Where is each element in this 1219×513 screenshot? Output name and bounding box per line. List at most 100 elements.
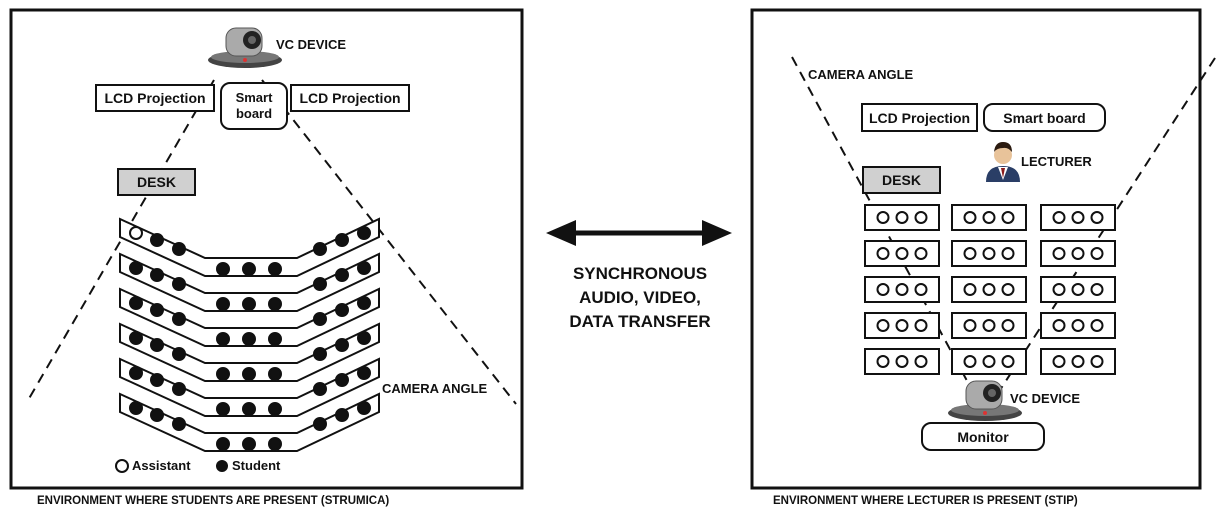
right-student-seat	[1071, 247, 1085, 260]
right-student-seat	[876, 319, 890, 332]
left-seat-row	[119, 357, 380, 417]
sync-line-3: DATA TRANSFER	[569, 312, 711, 331]
student-seat	[172, 417, 186, 431]
student-seat	[129, 401, 143, 415]
student-seat	[216, 437, 230, 451]
sync-line-1: SYNCHRONOUS	[572, 264, 708, 283]
right-student-seat	[1071, 211, 1085, 224]
right-student-seat	[1090, 319, 1104, 332]
student-seat	[150, 268, 164, 282]
student-seat	[129, 296, 143, 310]
student-seat	[335, 338, 349, 352]
right-vc-device-label: VC DEVICE	[1010, 391, 1081, 406]
sync-line-2: AUDIO, VIDEO,	[579, 288, 701, 307]
right-camera-line-right	[999, 57, 1216, 391]
right-student-seat	[963, 247, 977, 260]
left-vc-device-label: VC DEVICE	[276, 37, 347, 52]
left-camera-angle-label: CAMERA ANGLE	[382, 381, 488, 396]
student-seat	[242, 437, 256, 451]
student-seat	[268, 367, 282, 381]
student-seat	[216, 262, 230, 276]
left-seat-row	[119, 322, 380, 382]
right-student-seat	[1001, 355, 1015, 368]
student-seat	[357, 401, 371, 415]
right-student-seat	[963, 355, 977, 368]
student-seat	[268, 297, 282, 311]
assistant-seat	[129, 226, 143, 240]
student-seat	[150, 373, 164, 387]
left-seat-row	[119, 287, 380, 347]
right-student-seat	[963, 319, 977, 332]
left-lcd-projection-right: LCD Projection	[290, 84, 410, 112]
monitor-box: Monitor	[921, 422, 1045, 451]
right-student-seat	[914, 355, 928, 368]
student-seat	[172, 347, 186, 361]
right-lcd-projection: LCD Projection	[861, 103, 978, 132]
student-seat	[313, 242, 327, 256]
student-seat	[268, 437, 282, 451]
student-seat	[313, 382, 327, 396]
student-seat	[335, 268, 349, 282]
student-seat	[242, 402, 256, 416]
student-seat	[357, 296, 371, 310]
left-camera-line-left	[26, 79, 215, 403]
student-seat	[242, 367, 256, 381]
student-seat	[313, 277, 327, 291]
right-student-seat	[1090, 355, 1104, 368]
right-student-seat	[1001, 319, 1015, 332]
legend-assistant-label: Assistant	[132, 458, 191, 473]
right-student-seat	[895, 247, 909, 260]
left-caption: ENVIRONMENT WHERE STUDENTS ARE PRESENT (…	[37, 495, 390, 507]
left-camera-line-right	[261, 79, 517, 405]
legend-student-label: Student	[232, 458, 281, 473]
right-student-seat	[1090, 247, 1104, 260]
right-student-seat	[1001, 247, 1015, 260]
student-seat	[172, 312, 186, 326]
student-seat	[129, 331, 143, 345]
right-student-seat	[876, 355, 890, 368]
right-student-seat	[982, 283, 996, 296]
student-seat	[268, 262, 282, 276]
legend-student-marker	[216, 460, 228, 472]
student-seat	[172, 242, 186, 256]
right-student-seat	[895, 283, 909, 296]
right-smart-board: Smart board	[983, 103, 1106, 132]
left-panel-frame	[9, 8, 524, 490]
student-seat	[335, 233, 349, 247]
right-student-seat	[895, 319, 909, 332]
left-seat-row	[119, 217, 380, 277]
student-seat	[129, 261, 143, 275]
legend-assistant-marker	[115, 459, 129, 473]
student-seat	[150, 303, 164, 317]
right-student-seat	[876, 247, 890, 260]
right-student-seat	[1071, 283, 1085, 296]
student-seat	[313, 312, 327, 326]
right-student-seat	[982, 247, 996, 260]
left-lcd-projection-left: LCD Projection	[95, 84, 215, 112]
right-panel-frame	[750, 8, 1202, 490]
left-seating-rows	[119, 217, 380, 452]
student-seat	[313, 417, 327, 431]
student-seat	[242, 262, 256, 276]
student-seat	[172, 382, 186, 396]
right-student-seat	[914, 211, 928, 224]
student-seat	[357, 366, 371, 380]
student-seat	[335, 303, 349, 317]
right-student-seat	[1052, 355, 1066, 368]
right-student-seat	[1052, 283, 1066, 296]
right-student-seat	[963, 211, 977, 224]
sync-double-arrow	[546, 220, 732, 246]
right-student-seat	[1090, 211, 1104, 224]
left-seat-row	[119, 392, 380, 452]
student-seat	[129, 366, 143, 380]
student-seat	[216, 297, 230, 311]
right-vc-camera-icon	[948, 380, 1022, 421]
student-seat	[357, 226, 371, 240]
left-seat-row	[119, 252, 380, 312]
right-student-seat	[895, 355, 909, 368]
right-student-seat	[1052, 319, 1066, 332]
student-seat	[268, 332, 282, 346]
lecturer-icon	[986, 142, 1020, 182]
right-student-seat	[876, 283, 890, 296]
